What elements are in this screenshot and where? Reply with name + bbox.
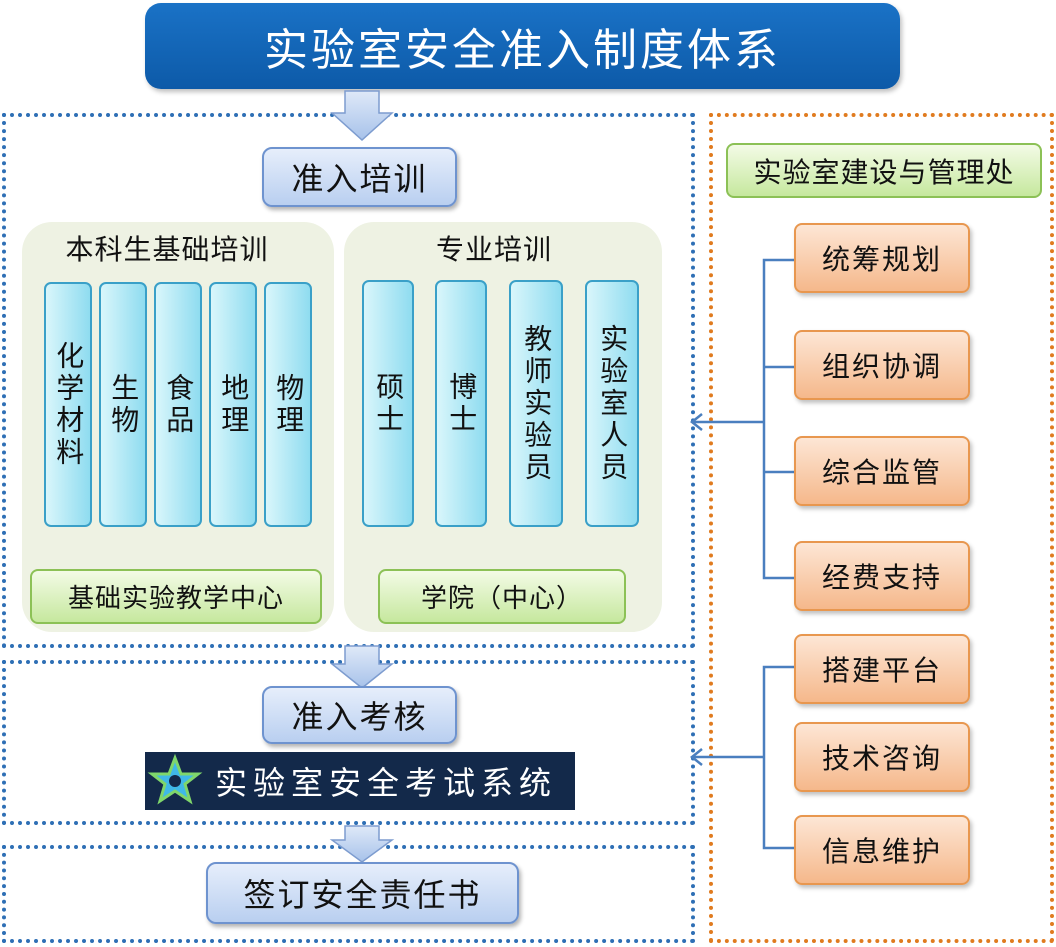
professional-column: 教师实验员 — [509, 280, 563, 527]
professional-column: 实验室人员 — [585, 280, 639, 527]
department-duty-box: 搭建平台 — [794, 634, 970, 704]
department-duty-box: 综合监管 — [794, 436, 970, 506]
down-arrow-icon — [329, 825, 395, 863]
responsibility-stage-box: 签订安全责任书 — [206, 862, 519, 924]
department-frame — [709, 113, 1054, 943]
star-logo-icon — [147, 753, 203, 805]
department-name-box: 实验室建设与管理处 — [726, 143, 1042, 198]
department-duty-box: 统筹规划 — [794, 223, 970, 293]
basic-column: 物理 — [264, 282, 312, 527]
professional-column: 硕士 — [362, 280, 414, 527]
professional-column: 博士 — [435, 280, 487, 527]
training-stage-box: 准入培训 — [262, 147, 457, 207]
basic-column: 食品 — [154, 282, 202, 527]
professional-training-title: 专业培训 — [435, 233, 552, 266]
basic-target-box: 基础实验教学中心 — [30, 569, 322, 624]
department-duty-box: 组织协调 — [794, 330, 970, 400]
basic-training-title: 本科生基础培训 — [65, 233, 269, 266]
department-duty-box: 技术咨询 — [794, 722, 970, 792]
exam-system-banner: 实验室安全考试系统 — [145, 752, 575, 810]
page-title: 实验室安全准入制度体系 — [145, 3, 900, 89]
basic-column: 地理 — [209, 282, 257, 527]
basic-column: 生物 — [99, 282, 147, 527]
department-duty-box: 经费支持 — [794, 541, 970, 611]
department-duty-box: 信息维护 — [794, 815, 970, 885]
down-arrow-icon — [329, 645, 395, 689]
exam-system-name: 实验室安全考试系统 — [215, 764, 558, 802]
basic-column: 化学材料 — [44, 282, 92, 527]
professional-target-box: 学院（中心） — [378, 569, 626, 624]
down-arrow-icon — [330, 90, 394, 142]
assessment-stage-box: 准入考核 — [262, 686, 457, 744]
